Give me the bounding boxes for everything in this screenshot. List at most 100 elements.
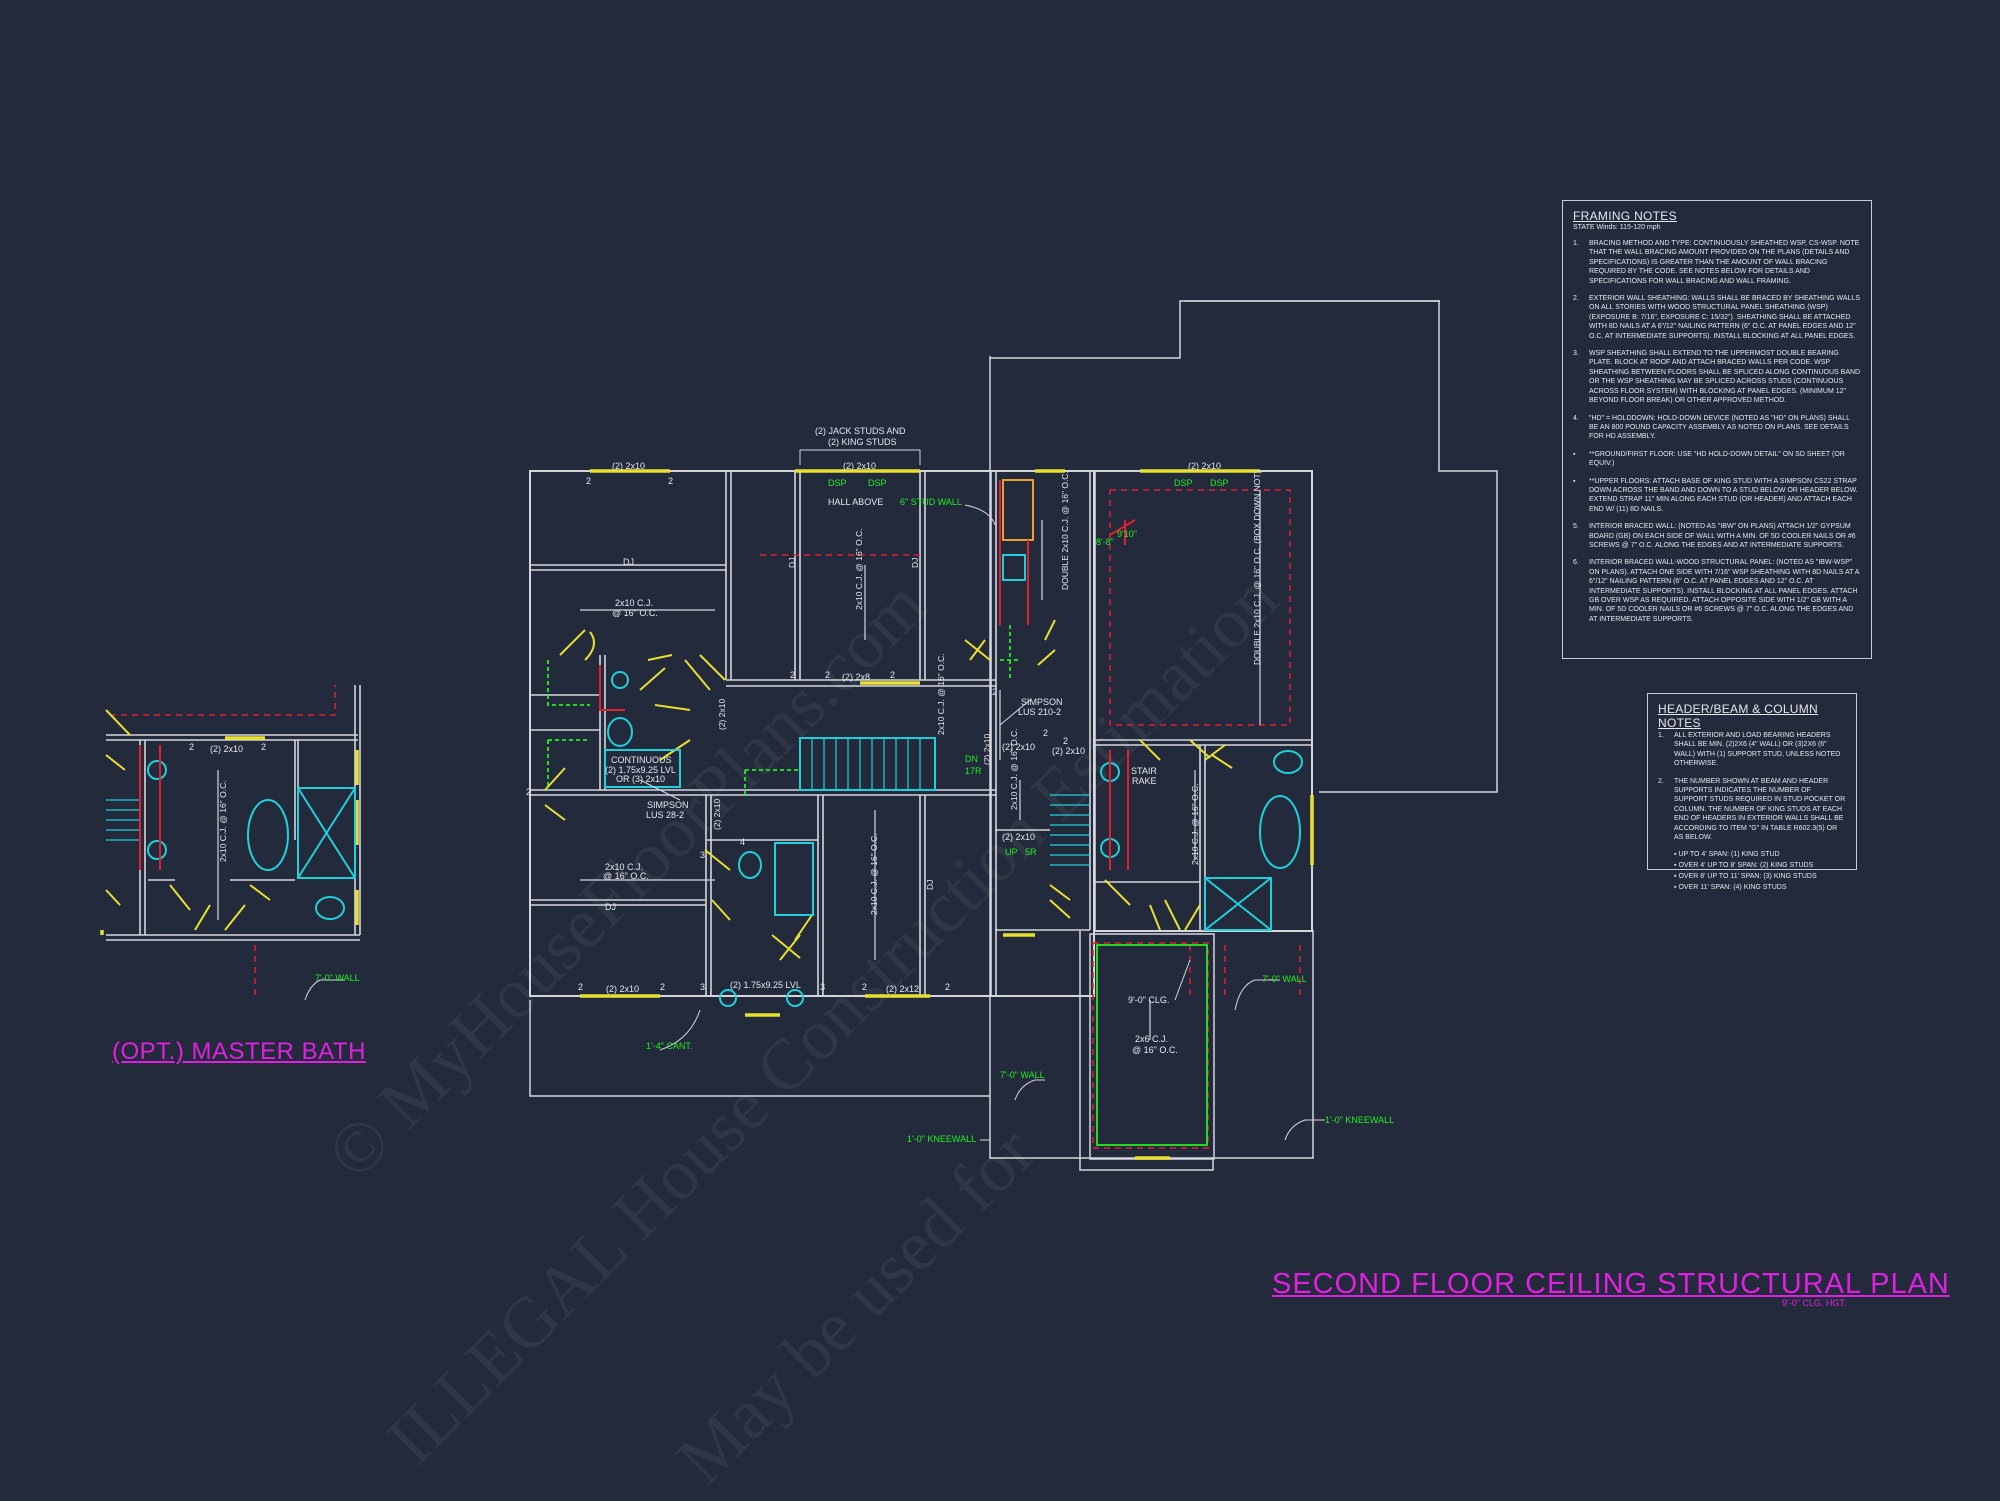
label-clg-9: 9'-0" CLG. [1128,995,1169,1005]
label-dj-vert-2: DJ [910,558,920,568]
toilet-1 [607,717,633,747]
porch-outline [1079,931,1214,1171]
label-simpson-28: SIMPSON [647,800,689,810]
header-beam-notes-panel: HEADER/BEAM & COLUMN NOTES 1.All exterio… [1647,693,1857,891]
framing-note-item-text: Bracing method and type: continuously sh… [1589,240,1860,285]
toilet-east [1273,750,1303,774]
label-continuous-1: CONTINUOUS [611,755,672,765]
label-stud-wall: 6" STUD WALL [900,497,962,507]
label-cj-bonus: 2x6 C.J. [1135,1034,1168,1044]
header-note-bullet: Over 8' up to 11' span: (3) king studs [1674,872,1846,881]
header-note-item: 2.The number shown at beam and header su… [1658,777,1846,843]
label-cj-vertical-2: 2x10 C.J. @ 16" O.C. [869,833,879,915]
label-dsp-4: DSP [1210,478,1229,488]
label-clg-910: 9'10" [1117,529,1137,539]
framing-notes-panel: FRAMING NOTES STATE Winds: 115-120 mph 1… [1562,200,1872,659]
label-cj-vertical-opt: 2x10 C.J. @ 16" O.C. [218,780,228,862]
label-num-i: 3 [820,982,825,992]
label-num-p: 2 [1063,736,1068,746]
sink-bath2a [719,989,737,1007]
label-dsp-3: DSP [1174,478,1193,488]
label-dn: DN [965,754,978,764]
framing-note-item-text: "HD" = holddown: hold-down device (noted… [1589,414,1850,441]
label-oc-bonus: @ 16" O.C. [1132,1045,1178,1055]
framing-note-item-number: ▪ [1573,450,1576,458]
label-dsp-1: DSP [828,478,847,488]
label-wall-7-a: 7'-0" WALL [1262,974,1307,984]
label-dj-vert-3: DJ [925,880,935,890]
label-simpson-28-b: LUS 28-2 [646,810,684,820]
label-oc-1: @ 16" O.C. [612,608,658,618]
header-note-bullet: Over 11' span: (4) king studs [1674,883,1846,892]
stair-treads [811,738,921,790]
label-kneewall-a: 1'-0" KNEEWALL [907,1134,976,1144]
label-header-a: (2) 2x10 [612,461,645,471]
label-header-vert-3: (2) 2x10 [982,734,992,765]
framing-note-item-text: Interior braced wall-wood structural pan… [1589,559,1860,623]
label-header-d: (2) 2x10 [1002,742,1035,752]
framing-note-item-number: 4. [1573,414,1579,422]
label-wall-7-b: 7'-0" WALL [1000,1070,1045,1080]
label-17r: 17R [965,766,982,776]
stair-opt [106,799,140,841]
bath1-tub [604,749,681,788]
framing-note-item-number: 1. [1573,240,1579,247]
toilet-opt [315,896,345,920]
label-num-c: 2 [790,670,795,680]
label-num-e: 2 [890,670,895,680]
label-num-g: 2 [660,982,665,992]
bath-east-shower [1204,877,1272,931]
label-header-f: (2) 2x10 [1002,832,1035,842]
label-cj-vertical-3: 2x10 C.J. @ 16" O.C. [936,653,946,735]
laundry-unit [1002,554,1026,581]
laundry-cabinet [1002,479,1034,541]
sink-bath2b [786,989,804,1007]
label-cj-vertical-1: 2x10 C.J. @ 16" O.C. [854,528,864,610]
plan-subtitle: 9'-0" CLG. HGT. [1782,1298,1847,1308]
framing-note-item: 4. "HD" = holddown: hold-down device (not… [1573,414,1861,442]
label-oc-2: @ 16" O.C. [603,871,649,881]
label-num-b: 2 [668,476,673,486]
label-header-b: (2) 2x10 [843,461,876,471]
framing-note-item-number: 5. [1573,523,1579,531]
leader-lines [304,449,1325,1141]
label-header-vert-2: (2) 2x10 [712,799,722,830]
opt-bath-walls [106,685,361,941]
green-marks [547,625,1020,795]
framing-notes-subtitle: STATE Winds: 115-120 mph [1573,224,1661,231]
header-note-item-text: All exterior and load bearing headers sh… [1674,732,1841,768]
red-dashed-bedroom-east [1109,489,1291,726]
label-header-e: (2) 2x10 [1052,746,1085,756]
framing-note-item-number: ▪ [1573,477,1576,485]
label-double-cj: DOUBLE 2x10 C.J. @ 16" O.C. [1060,471,1070,590]
opt-shower [297,787,356,879]
label-cj-vertical-5: 2x10 C.J. @ 16" O.C. [1190,783,1200,865]
framing-notes-title: FRAMING NOTES [1573,209,1677,223]
framing-note-item-text: Interior braced wall: (noted as "ibw" on… [1589,523,1856,549]
label-num-m: 4 [740,837,745,847]
label-num-s: 2 [526,787,531,797]
interior-walls [530,471,1312,996]
label-num-r: 2 [261,742,266,752]
header-notes-bullets: Up to 4' span: (1) king studOver 4' up t… [1674,850,1846,892]
stair-east [1050,794,1090,866]
label-header-opt: (2) 2x10 [210,744,243,754]
framing-note-item-number: 6. [1573,559,1579,567]
framing-note-item: 6. Interior braced wall-wood structural p… [1573,558,1861,624]
door-swings [105,619,1233,961]
label-5r: 5R [1025,847,1037,857]
label-cj-2: 2x10 C.J. [605,862,643,872]
label-num-l: 3 [700,850,705,860]
framing-note-item-number: 2. [1573,295,1579,303]
green-kneewall-bonus [1096,944,1208,1146]
label-header-g: (2) 2x10 [606,984,639,994]
label-num-h: 3 [700,982,705,992]
east-tub [1259,795,1301,869]
framing-note-item-text: Exterior wall sheathing: walls shall be … [1589,295,1860,340]
label-num-j: 2 [862,982,867,992]
framing-note-item-text: Wsp sheathing shall extend to the upperm… [1589,350,1861,405]
label-num-n: 2 [1043,728,1048,738]
header-note-item: 1.All exterior and load bearing headers … [1658,731,1846,769]
label-cj-vertical-4: 2x10 C.J. @ 16" O.C. [1009,728,1019,810]
